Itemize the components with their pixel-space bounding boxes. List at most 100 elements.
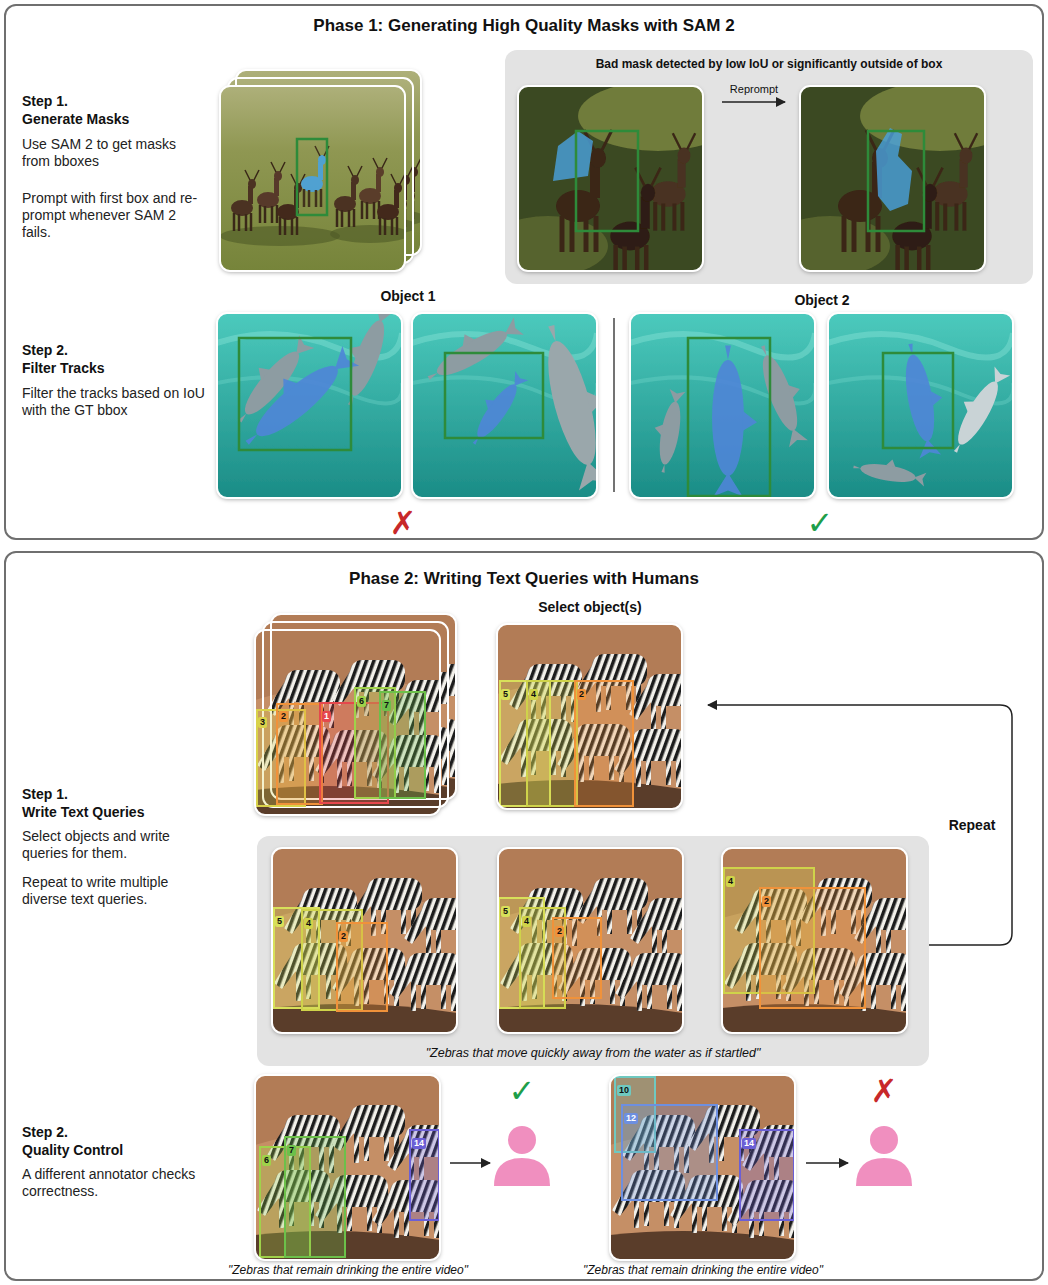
callout-number-holder: 1 xyxy=(322,705,331,723)
callout-number: 6 xyxy=(357,696,366,707)
step-heading-holder: Filter Tracks xyxy=(22,359,105,377)
step-heading-holder: Step 1. xyxy=(22,92,68,110)
callout-number-holder: 14 xyxy=(742,1132,756,1150)
callout-heading: Bad mask detected by low IoU or signific… xyxy=(505,57,1033,72)
callout-number: 12 xyxy=(624,1113,638,1124)
callout-number-holder: 2 xyxy=(762,890,771,908)
query-caption-holder: "Zebras that remain drinking the entire … xyxy=(198,1263,498,1278)
phase-panel: Phase 1: Generating High Quality Masks w… xyxy=(4,4,1044,540)
query-caption: "Zebras that remain drinking the entire … xyxy=(553,1263,853,1278)
callout-number: 2 xyxy=(339,931,348,942)
step-heading: Write Text Queries xyxy=(22,803,144,821)
step-text-holder: Repeat to write multiple diverse text qu… xyxy=(22,874,207,908)
step-heading: Step 2. xyxy=(22,341,68,359)
callout-number: 4 xyxy=(304,918,313,929)
step-heading: Quality Control xyxy=(22,1141,123,1159)
callout-number-holder: 7 xyxy=(287,1139,296,1157)
reject-mark-holder: ✗ xyxy=(383,504,423,542)
step-text: A different annotator checks correctness… xyxy=(22,1166,207,1200)
reject-mark-holder: ✗ xyxy=(864,1072,904,1110)
callout-number-holder: 4 xyxy=(522,910,531,928)
callout-number: 5 xyxy=(501,689,510,700)
step-text-holder: Filter the tracks based on IoU with the … xyxy=(22,385,207,419)
step-text: Select objects and write queries for the… xyxy=(22,828,207,862)
callout-number-holder: 4 xyxy=(529,683,538,701)
step-heading-holder: Step 2. xyxy=(22,341,68,359)
loop-label: Repeat xyxy=(937,816,1007,834)
reject-mark: ✗ xyxy=(383,504,423,542)
callout-number-holder: 5 xyxy=(501,900,510,918)
query-caption: "Zebras that remain drinking the entire … xyxy=(198,1263,498,1278)
step-text-holder: A different annotator checks correctness… xyxy=(22,1166,207,1200)
step-heading: Generate Masks xyxy=(22,110,129,128)
object-label: Object 2 xyxy=(722,291,922,309)
callout-number-holder: 5 xyxy=(501,683,510,701)
accept-mark-holder: ✓ xyxy=(800,504,840,542)
step-heading: Step 2. xyxy=(22,1123,68,1141)
image-label-holder: Select object(s) xyxy=(490,598,690,616)
callout-number: 4 xyxy=(726,876,735,887)
callout-number-holder: 5 xyxy=(275,910,284,928)
example-box: "Zebras that move quickly away from the … xyxy=(257,836,929,1066)
step-text: Repeat to write multiple diverse text qu… xyxy=(22,874,207,908)
callout-number: 7 xyxy=(382,700,391,711)
callout-number: 2 xyxy=(279,711,288,722)
image-label: Select object(s) xyxy=(490,598,690,616)
arrow-label: Reprompt xyxy=(718,82,790,96)
callout-number: 2 xyxy=(555,926,564,937)
panel-heading: Phase 2: Writing Text Queries with Human… xyxy=(6,568,1042,589)
callout-number: 3 xyxy=(258,717,267,728)
callout-number-holder: 4 xyxy=(726,870,735,888)
callout-number: 7 xyxy=(287,1145,296,1156)
step-heading: Step 1. xyxy=(22,92,68,110)
step-text-holder: Select objects and write queries for the… xyxy=(22,828,207,862)
callout-number: 2 xyxy=(577,689,586,700)
arrow-label-holder: Reprompt xyxy=(718,82,790,96)
callout-number-holder: 7 xyxy=(382,694,391,712)
callout-number: 14 xyxy=(412,1138,426,1149)
step-heading-holder: Generate Masks xyxy=(22,110,129,128)
step-heading-holder: Write Text Queries xyxy=(22,803,144,821)
step-heading-holder: Step 1. xyxy=(22,785,68,803)
accept-mark-holder: ✓ xyxy=(502,1072,542,1110)
accept-mark: ✓ xyxy=(502,1072,542,1110)
step-text: Prompt with first box and re-prompt when… xyxy=(22,190,207,241)
callout-number: 5 xyxy=(275,916,284,927)
callout-number: 2 xyxy=(762,896,771,907)
callout-number: 4 xyxy=(529,689,538,700)
step-text: Use SAM 2 to get masks from bboxes xyxy=(22,136,207,170)
reject-mark: ✗ xyxy=(864,1072,904,1110)
callout-number: 1 xyxy=(322,711,331,722)
step-text-holder: Use SAM 2 to get masks from bboxes xyxy=(22,136,207,170)
callout-number: 5 xyxy=(501,906,510,917)
query-caption: "Zebras that move quickly away from the … xyxy=(257,1045,929,1061)
callout-number-holder: 2 xyxy=(279,705,288,723)
accept-mark: ✓ xyxy=(800,504,840,542)
step-heading: Filter Tracks xyxy=(22,359,105,377)
callout-number: 4 xyxy=(522,916,531,927)
object-label-holder: Object 1 xyxy=(308,287,508,305)
step-heading-holder: Quality Control xyxy=(22,1141,123,1159)
step-text: Filter the tracks based on IoU with the … xyxy=(22,385,207,419)
callout-number-holder: 12 xyxy=(624,1107,638,1125)
query-caption-holder: "Zebras that remain drinking the entire … xyxy=(553,1263,853,1278)
callout-number: 6 xyxy=(262,1155,271,1166)
callout-number-holder: 2 xyxy=(555,920,564,938)
callout-number-holder: 6 xyxy=(262,1149,271,1167)
callout-number-holder: 6 xyxy=(357,690,366,708)
callout-number-holder: 2 xyxy=(339,925,348,943)
panel-heading: Phase 1: Generating High Quality Masks w… xyxy=(6,15,1042,36)
callout-number-holder: 2 xyxy=(577,683,586,701)
callout-number: 10 xyxy=(617,1085,631,1096)
callout-number-holder: 4 xyxy=(304,912,313,930)
object-label-holder: Object 2 xyxy=(722,291,922,309)
callout-number: 14 xyxy=(742,1138,756,1149)
object-label: Object 1 xyxy=(308,287,508,305)
step-heading-holder: Step 2. xyxy=(22,1123,68,1141)
loop-label-holder: Repeat xyxy=(937,816,1007,834)
step-heading: Step 1. xyxy=(22,785,68,803)
callout-number-holder: 14 xyxy=(412,1132,426,1150)
callout-number-holder: 10 xyxy=(617,1079,631,1097)
step-text-holder: Prompt with first box and re-prompt when… xyxy=(22,190,207,241)
